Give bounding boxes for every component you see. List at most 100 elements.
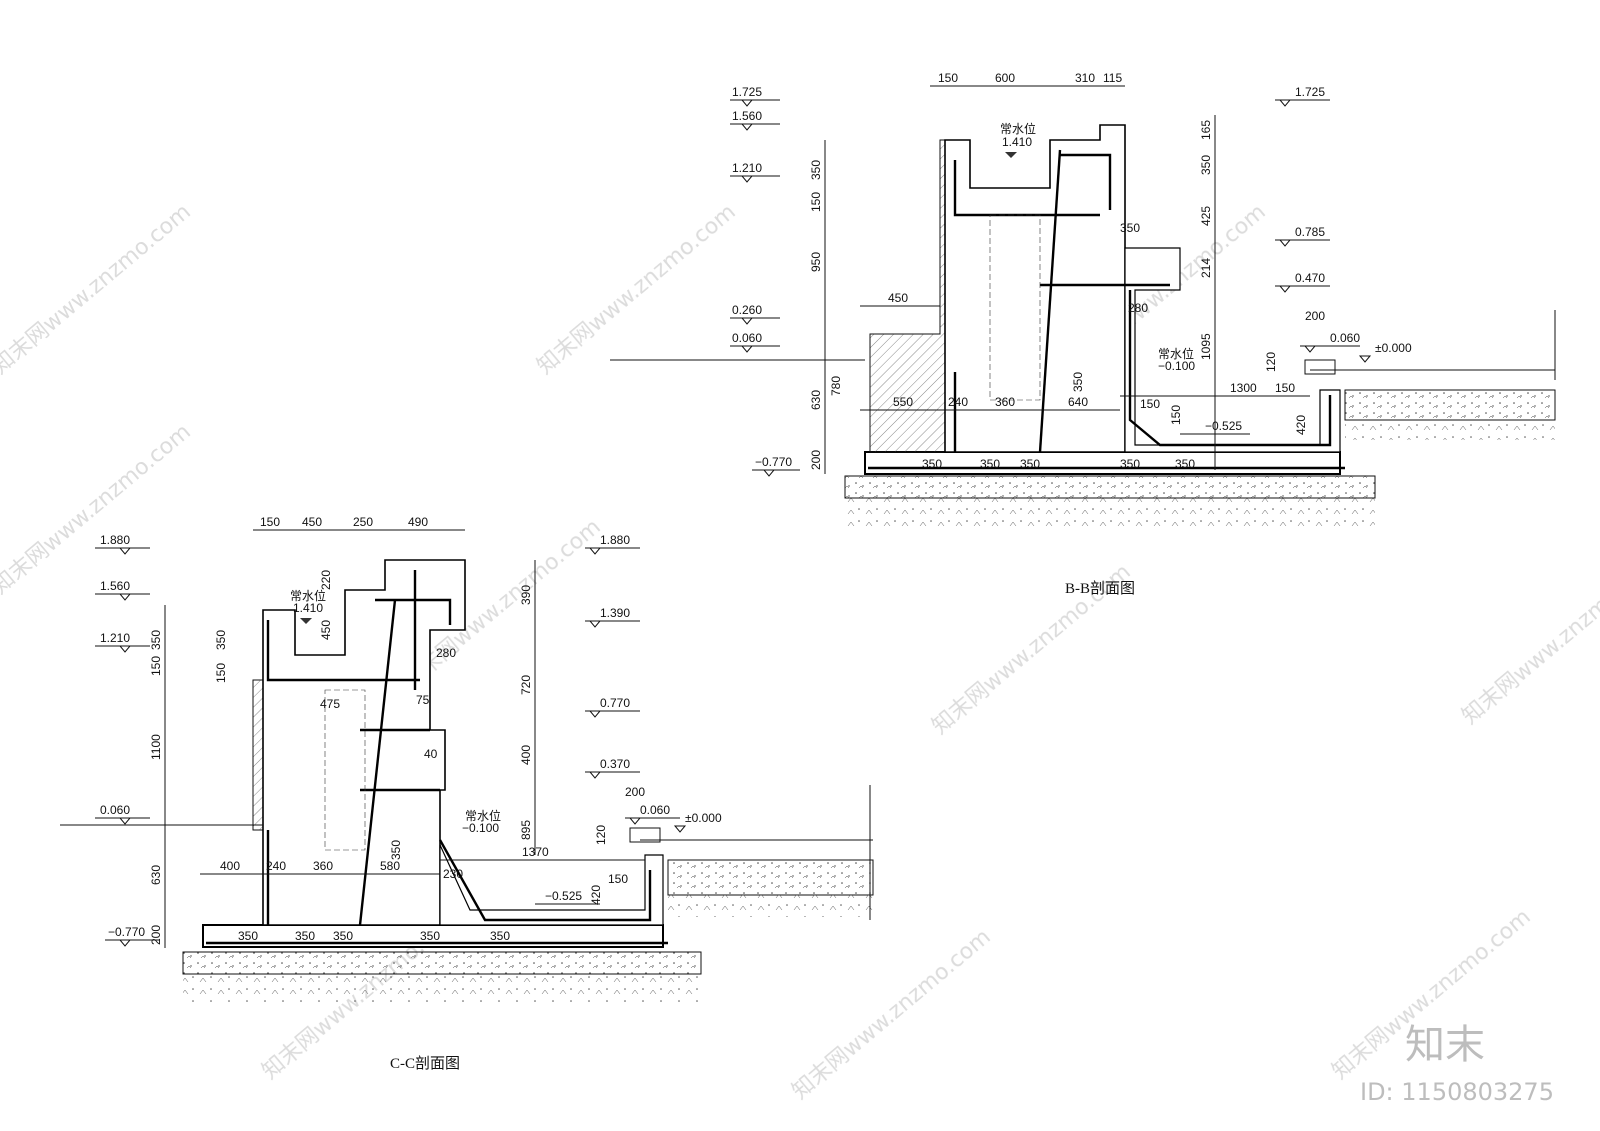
bb-water-level: 常水位 1.410 常水位 −0.100 −0.525 — [1000, 121, 1250, 435]
dim-label: 150 — [938, 71, 958, 85]
water-label: 常水位 — [1000, 121, 1036, 136]
dim-label: 390 — [519, 585, 533, 605]
bb-levels-left: 1.725 1.560 1.210 0.260 0.060 −0.770 — [730, 85, 800, 477]
dim-label: 420 — [1294, 415, 1308, 435]
dim-label: 360 — [313, 859, 333, 873]
level-label: 0.060 — [1330, 331, 1360, 345]
dim-label: 150 — [608, 872, 628, 886]
dim-label: 640 — [1068, 395, 1088, 409]
dim-label: 150 — [1140, 397, 1160, 411]
bar-label: 350 — [980, 457, 1000, 471]
level-label: 1.880 — [100, 533, 130, 547]
dim-label: 200 — [149, 925, 163, 945]
bb-gravel-bed — [844, 475, 1376, 499]
dim-label: 350 — [809, 160, 823, 180]
dim-label: 950 — [809, 252, 823, 272]
dim-label: 250 — [353, 515, 373, 529]
cc-soil — [183, 974, 701, 1002]
bar-label: 350 — [295, 929, 315, 943]
bb-top-dims: 150 600 310 115 — [930, 71, 1125, 87]
dim-label: 280 — [436, 646, 456, 660]
dim-label: 150 — [1275, 381, 1295, 395]
dim-label: 115 — [1103, 71, 1122, 85]
dim-label: 1095 — [1199, 333, 1213, 360]
dim-label: 450 — [302, 515, 322, 529]
bb-main-wall — [944, 124, 1126, 453]
level-label: 1.390 — [600, 606, 630, 620]
cc-water-level: 常水位 1.410 常水位 −0.100 −0.525 — [290, 588, 600, 905]
watermark-text: 知末网www.znzmo.com — [1458, 549, 1600, 729]
brand-watermark: 知末 — [1405, 1022, 1485, 1068]
dim-label: 400 — [220, 859, 240, 873]
level-label: 0.060 — [732, 331, 762, 345]
level-label: 1.210 — [732, 161, 762, 175]
id-watermark: ID: 1150803275 — [1360, 1078, 1554, 1106]
cc-right-ground — [667, 859, 874, 896]
bottom-level: −0.525 — [1205, 419, 1242, 433]
dim-label: 475 — [320, 697, 340, 711]
dim-label: 780 — [829, 376, 843, 396]
water-label: 常水位 — [290, 588, 326, 603]
bar-label: 350 — [238, 929, 258, 943]
dim-label: 630 — [809, 390, 823, 410]
level-label: 0.370 — [600, 757, 630, 771]
dim-label: 400 — [519, 745, 533, 765]
dim-label: 360 — [995, 395, 1015, 409]
cc-section-title: C-C剖面图 — [390, 1055, 460, 1072]
dim-label: 350 — [214, 630, 228, 650]
water-level: 1.410 — [1002, 135, 1032, 149]
cc-right-soil — [668, 895, 873, 917]
bb-section-title: B-B剖面图 — [1065, 580, 1135, 597]
cc-left-fill — [252, 679, 264, 831]
dim-label: 580 — [380, 859, 400, 873]
cc-levels-left: 1.880 1.560 1.210 0.060 −0.770 — [95, 533, 160, 947]
bar-label: 350 — [1020, 457, 1040, 471]
level-label: 1.880 — [600, 533, 630, 547]
dim-label: 150 — [214, 663, 228, 683]
level-label: 0.060 — [100, 803, 130, 817]
dim-label: 720 — [519, 675, 533, 695]
dim-label: 165 — [1199, 120, 1213, 140]
level-label: −0.770 — [755, 455, 792, 469]
dim-label: 280 — [1128, 301, 1148, 315]
level-label: ±0.000 — [1375, 341, 1412, 355]
water-level: −0.100 — [462, 821, 499, 835]
dim-label: 214 — [1199, 258, 1213, 278]
dim-label: 1300 — [1230, 381, 1257, 395]
bar-label: 350 — [1175, 457, 1195, 471]
dim-label: 200 — [1305, 309, 1325, 323]
bar-label: 350 — [420, 929, 440, 943]
bottom-level: −0.525 — [545, 889, 582, 903]
dim-label: 220 — [319, 570, 333, 590]
dim-label: 425 — [1199, 206, 1213, 226]
cc-levels-right: 1.880 1.390 0.770 0.370 0.060 ±0.000 — [585, 533, 722, 833]
dim-label: 120 — [1264, 352, 1278, 372]
level-label: 1.725 — [1295, 85, 1325, 99]
dim-label: 1370 — [522, 845, 549, 859]
cc-vert-dims: 350 150 1100 630 200 350 150 390 720 400… — [149, 560, 628, 948]
dim-label: 150 — [149, 656, 163, 676]
water-level: −0.100 — [1158, 359, 1195, 373]
watermark-text: 知末网www.znzmo.com — [788, 924, 996, 1104]
cc-top-dims: 150 450 250 490 — [253, 515, 465, 531]
bb-right-ground — [1344, 389, 1556, 421]
level-label: 1.725 — [732, 85, 762, 99]
level-label: 1.210 — [100, 631, 130, 645]
dim-label: 490 — [408, 515, 428, 529]
cc-pond — [439, 844, 664, 926]
bb-soil — [845, 498, 1375, 526]
level-label: 1.560 — [100, 579, 130, 593]
dim-label: 420 — [589, 885, 603, 905]
dim-label: 230 — [443, 867, 463, 881]
bar-label: 350 — [922, 457, 942, 471]
dim-label: 120 — [594, 825, 608, 845]
cc-bar-labels: 350 350 350 350 350 350 — [238, 840, 510, 943]
watermark-text: 知末网www.znzmo.com — [533, 199, 741, 379]
bar-label: 350 — [1071, 372, 1085, 392]
dim-label: 350 — [149, 630, 163, 650]
bb-levels-right: 1.725 0.785 0.470 0.060 ±0.000 — [1275, 85, 1412, 363]
cc-section: 1.880 1.560 1.210 0.060 −0.770 1.880 1.3… — [60, 515, 874, 1072]
bb-horiz-dims: 450 550 240 360 640 350 280 1300 150 150… — [860, 221, 1325, 411]
level-label: ±0.000 — [685, 811, 722, 825]
